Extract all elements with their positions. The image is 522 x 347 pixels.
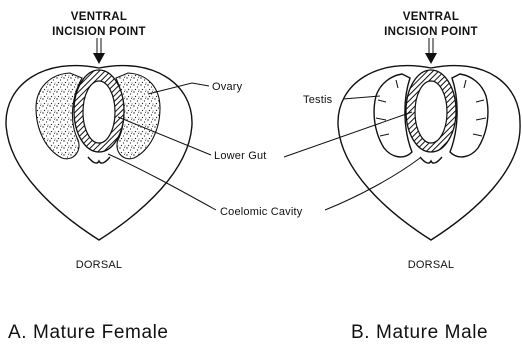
coelomic-cavity-label: Coelomic Cavity <box>220 206 303 218</box>
coelomic-cavity-leader-male <box>325 158 420 210</box>
lower-gut-leader-male <box>284 112 412 157</box>
testis-leader <box>343 96 380 99</box>
dorsal-notch-male <box>420 157 442 163</box>
lower-gut-label: Lower Gut <box>214 150 267 162</box>
panel-female: VENTRAL INCISION POINT Ovary Lower Gut C… <box>6 11 303 343</box>
incision-label-female-line1: VENTRAL <box>71 11 127 23</box>
coelomic-cavity-leader-female <box>108 154 216 210</box>
incision-label-male-line1: VENTRAL <box>403 11 459 23</box>
incision-arrow-male <box>425 38 437 64</box>
testis-label: Testis <box>303 94 333 106</box>
incision-label-female-line2: INCISION POINT <box>52 26 146 38</box>
panel-male: VENTRAL INCISION POINT Testis <box>284 11 520 343</box>
caption-male: B. Mature Male <box>351 322 488 343</box>
dorsal-label-female: DORSAL <box>76 259 122 271</box>
caption-female: A. Mature Female <box>8 322 169 343</box>
incision-label-male-line2: INCISION POINT <box>384 26 478 38</box>
ovary-label: Ovary <box>212 81 243 93</box>
gut-lumen-female <box>83 81 115 143</box>
gut-lumen-male <box>415 81 447 143</box>
dorsal-notch-female <box>88 157 110 163</box>
incision-arrow-female <box>93 38 105 64</box>
dorsal-label-male: DORSAL <box>408 259 454 271</box>
